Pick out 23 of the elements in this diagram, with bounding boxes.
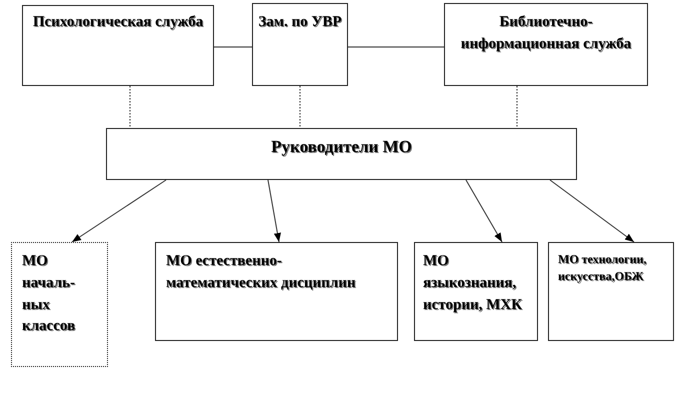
arrow: [268, 180, 281, 242]
node-label: Библиотечно-информационная служба: [460, 13, 632, 54]
node-label: МО языкознания, истории, МХК: [423, 252, 523, 314]
unit-box: [11, 242, 108, 367]
unit-box: [252, 3, 348, 86]
unit-box: [414, 242, 538, 341]
connector-line: [516, 86, 518, 128]
arrow: [550, 180, 634, 242]
unit-box: [155, 242, 398, 341]
node-label: МО технологии, искусства,ОБЖ: [558, 251, 648, 286]
connector-line: [348, 46, 444, 48]
unit-box: [22, 5, 214, 86]
arrow: [466, 180, 502, 242]
header-box: [106, 128, 577, 180]
arrow: [72, 180, 166, 242]
node-label: Зам. по УВР: [257, 13, 343, 32]
unit-box: [444, 3, 648, 86]
node-label: Руководители МО: [270, 136, 413, 158]
node-label: МО естественно-математических дисциплин: [166, 252, 356, 293]
node-label: Психологическая служба: [32, 13, 204, 32]
connector-line: [214, 46, 252, 48]
node-label: МО началь-ных классов: [22, 252, 76, 336]
unit-box: [548, 242, 674, 341]
